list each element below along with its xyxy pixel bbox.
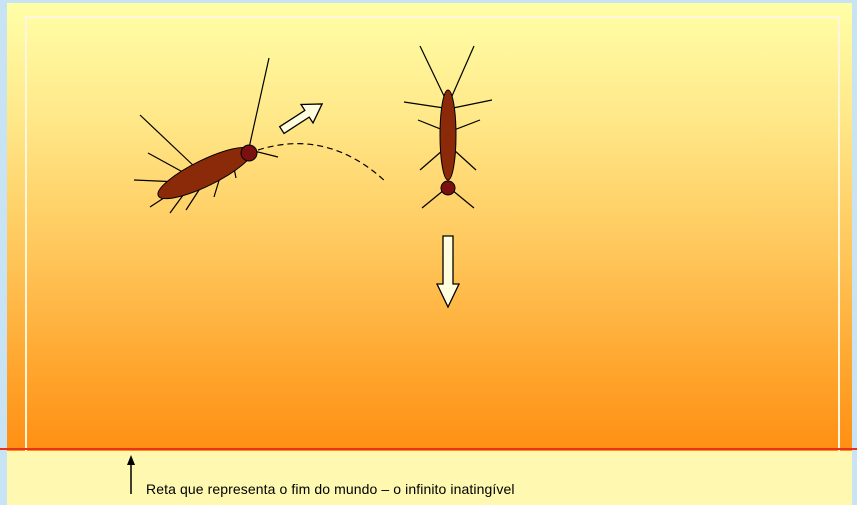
falling-insect-icon: [403, 45, 493, 209]
inner-frame: [25, 16, 840, 453]
sky-panel: [7, 3, 852, 505]
horizon-line: [0, 448, 857, 450]
caption-pointer-arrow-icon: [127, 455, 135, 494]
trajectory-path: [257, 143, 387, 183]
caption-text: Reta que representa o fim do mundo – o i…: [146, 481, 515, 497]
jumping-insect-icon: [133, 57, 279, 214]
arrow-up-right-icon: [278, 103, 324, 135]
arrow-down-icon: [435, 235, 461, 309]
floor-strip: [7, 451, 852, 505]
